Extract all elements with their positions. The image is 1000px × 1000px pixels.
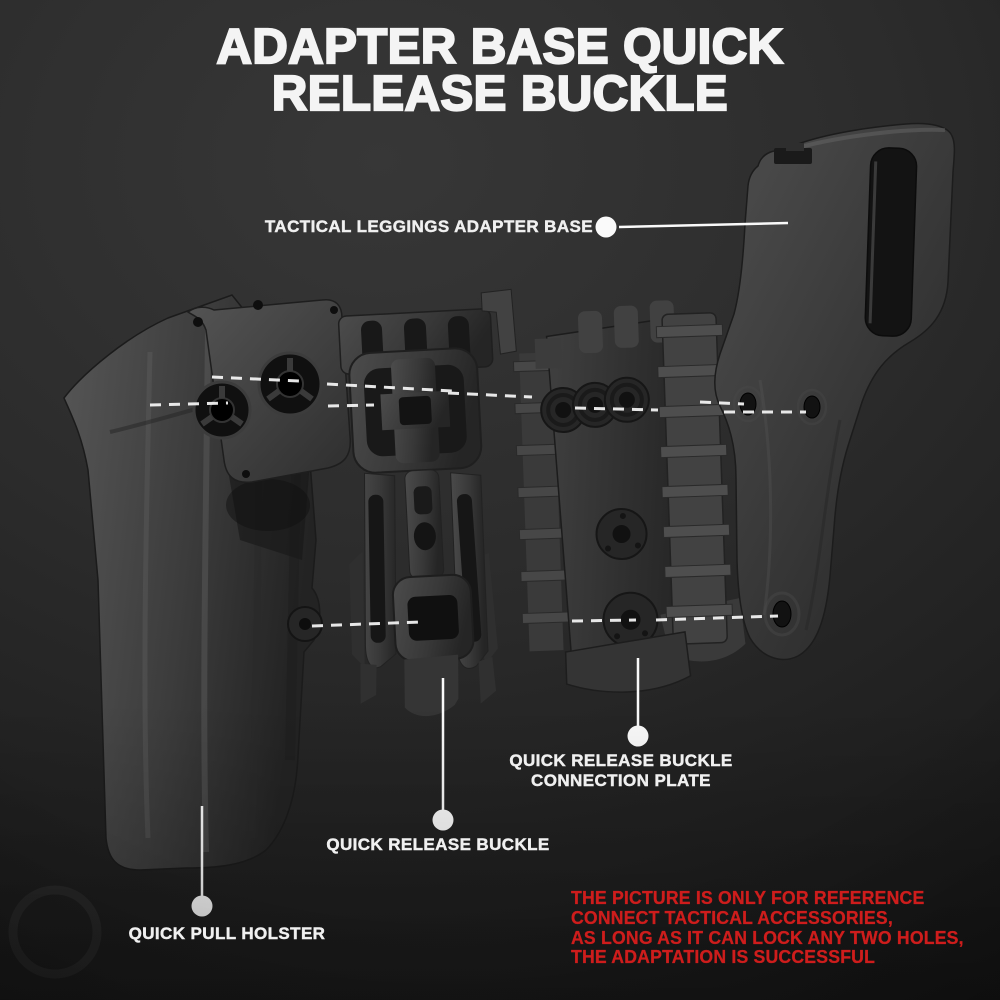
page-title-line1: ADAPTER BASE QUICK xyxy=(215,20,784,74)
adapter-base-leader-dot xyxy=(595,216,617,238)
connection-plate-image xyxy=(512,300,746,693)
disclaimer-text: THE PICTURE IS ONLY FOR REFERENCE CONNEC… xyxy=(571,888,964,968)
adapter-belt-slot xyxy=(864,147,918,337)
callout-adapter-base-label: TACTICAL LEGGINGS ADAPTER BASE xyxy=(264,217,593,236)
plate-screw-hole-middle xyxy=(595,508,648,561)
callout-connection-plate-line2: CONNECTION PLATE xyxy=(531,771,711,790)
callout-connection-plate-line1: QUICK RELEASE BUCKLE xyxy=(509,751,733,770)
disclaimer-line2: CONNECT TACTICAL ACCESSORIES, xyxy=(571,907,893,928)
holster-leader-dot xyxy=(191,895,213,917)
callout-buckle-label: QUICK RELEASE BUCKLE xyxy=(326,835,550,854)
page-title: ADAPTER BASE QUICK RELEASE BUCKLE xyxy=(0,20,1000,121)
holster-grommet-right xyxy=(257,351,323,417)
buckle-leader-dot xyxy=(432,809,454,831)
disclaimer-line3: AS LONG AS IT CAN LOCK ANY TWO HOLES, xyxy=(571,927,964,948)
holster-grommet-left xyxy=(192,380,252,440)
callout-leader-lines xyxy=(191,216,789,917)
adapter-base-leader-line xyxy=(618,221,789,229)
alignment-dashed-lines xyxy=(149,375,806,628)
disclaimer-line4: THE ADAPTATION IS SUCCESSFUL xyxy=(571,947,876,968)
adapter-base-image xyxy=(714,122,956,661)
holster-image xyxy=(63,294,352,871)
page-title-line2: RELEASE BUCKLE xyxy=(271,67,729,121)
callout-connection-plate-label: QUICK RELEASE BUCKLE CONNECTION PLATE xyxy=(509,751,732,791)
disclaimer-line1: THE PICTURE IS ONLY FOR REFERENCE xyxy=(571,888,925,908)
callout-holster-label: QUICK PULL HOLSTER xyxy=(128,924,326,943)
watermark-circle xyxy=(8,885,102,979)
quick-release-buckle-image xyxy=(337,288,517,717)
connection-plate-leader-dot xyxy=(627,725,649,747)
